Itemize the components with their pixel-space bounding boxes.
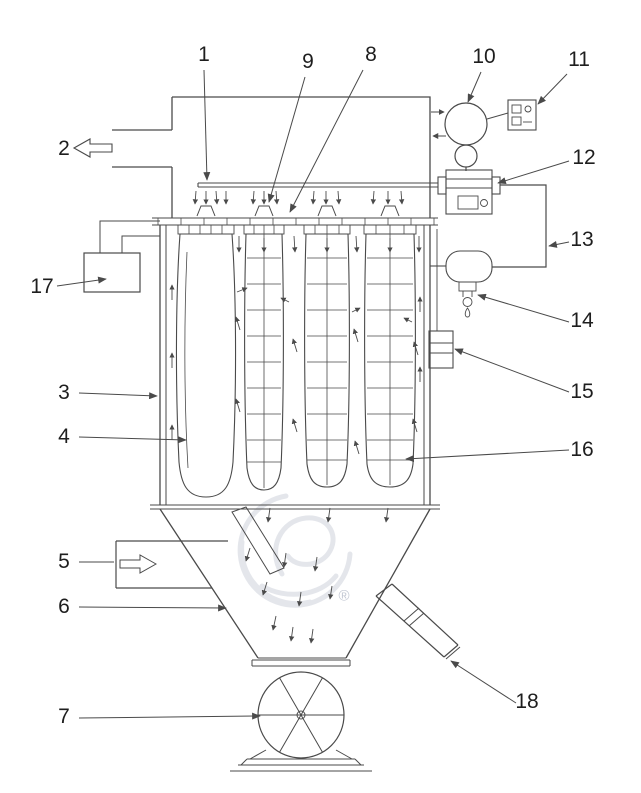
label-16: 16 bbox=[570, 438, 594, 461]
label-9: 9 bbox=[302, 50, 314, 73]
label-14: 14 bbox=[570, 309, 594, 332]
compressed-air-tank bbox=[430, 250, 493, 318]
label-3: 3 bbox=[58, 381, 70, 404]
control-box bbox=[507, 99, 537, 131]
clean-air-plenum bbox=[171, 96, 438, 218]
leader-lines bbox=[56, 69, 570, 720]
differential-pressure-gauge bbox=[83, 220, 160, 293]
label-15: 15 bbox=[570, 380, 594, 403]
label-5: 5 bbox=[58, 550, 70, 573]
hopper bbox=[159, 508, 431, 659]
filter-bag-3 bbox=[303, 224, 351, 488]
filter-bag-1 bbox=[175, 224, 237, 498]
label-7: 7 bbox=[58, 705, 70, 728]
rotary-valve bbox=[230, 659, 372, 772]
pulse-valve bbox=[437, 169, 501, 215]
label-12: 12 bbox=[572, 146, 596, 169]
outlet-duct bbox=[72, 129, 172, 168]
fan bbox=[431, 102, 509, 171]
filter-bag-2 bbox=[243, 224, 285, 491]
tube-sheet bbox=[152, 217, 438, 226]
watermark-registered-symbol: ® bbox=[338, 587, 350, 605]
label-10: 10 bbox=[472, 45, 496, 68]
flow-arrows bbox=[169, 190, 423, 644]
filter-chamber bbox=[150, 225, 440, 510]
label-11: 11 bbox=[568, 48, 590, 71]
watermark-graphic bbox=[237, 493, 353, 608]
label-4: 4 bbox=[58, 425, 70, 448]
label-17: 17 bbox=[30, 275, 54, 298]
label-6: 6 bbox=[58, 595, 70, 618]
discharge-conveyor bbox=[375, 583, 461, 660]
air-pipe bbox=[492, 184, 547, 268]
filter-bag-4 bbox=[363, 224, 417, 488]
label-8: 8 bbox=[365, 43, 377, 66]
label-2: 2 bbox=[58, 137, 70, 160]
label-1: 1 bbox=[198, 43, 210, 66]
inlet-duct bbox=[115, 506, 285, 589]
label-13: 13 bbox=[570, 228, 594, 251]
label-18: 18 bbox=[515, 690, 539, 713]
solenoid-valve bbox=[428, 229, 454, 369]
